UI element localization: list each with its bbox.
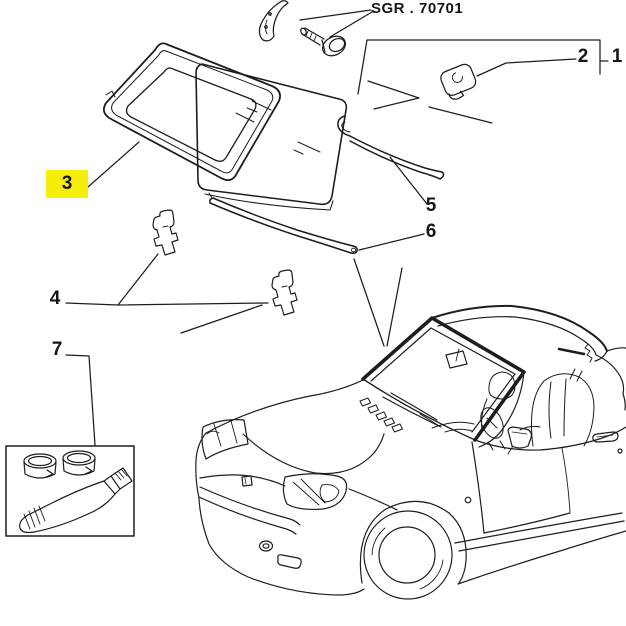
assembly-code-label: SGR . 70701 <box>371 0 464 17</box>
car-interior <box>431 368 595 451</box>
mounting-clip <box>152 209 179 256</box>
screw <box>300 27 347 57</box>
cowl-louvers <box>359 397 403 433</box>
lower-trim-strip <box>208 192 358 254</box>
callout-2[interactable]: 2 <box>577 46 589 67</box>
upper-trim-strip <box>337 115 445 180</box>
bracket-shim <box>258 0 289 42</box>
callout-7[interactable]: 7 <box>51 339 63 360</box>
bumper-intake <box>277 554 302 569</box>
headlight <box>282 473 348 511</box>
soft-top <box>431 304 608 352</box>
spacer-pad <box>440 63 477 100</box>
wiper <box>382 396 442 428</box>
door-mirror <box>507 426 533 455</box>
rearview-mirror <box>445 350 468 369</box>
side-marker <box>464 496 472 504</box>
callout-1[interactable]: 1 <box>611 46 623 67</box>
adhesive-kit-box <box>5 445 135 537</box>
sealant-tube <box>19 467 133 534</box>
headlight <box>201 419 249 460</box>
leader-lines <box>65 9 609 446</box>
front-wheel <box>359 500 467 600</box>
windshield-seal <box>102 42 281 182</box>
windshield-glass <box>195 63 348 211</box>
tow-ring <box>258 540 274 552</box>
steering-wheel <box>480 407 504 439</box>
callout-4[interactable]: 4 <box>49 288 61 309</box>
callout-6[interactable]: 6 <box>425 221 437 242</box>
car-windshield-frame <box>361 316 526 442</box>
wiper <box>390 392 438 421</box>
brand-badge <box>241 475 253 487</box>
adhesive-tin <box>62 450 96 476</box>
door-lock <box>617 448 623 454</box>
callout-5[interactable]: 5 <box>425 195 437 216</box>
mounting-clip <box>271 269 298 316</box>
adhesive-tin <box>23 453 57 479</box>
callout-3-highlighted[interactable]: 3 <box>46 170 88 198</box>
car-illustration <box>195 304 626 600</box>
door-handle <box>592 431 619 443</box>
